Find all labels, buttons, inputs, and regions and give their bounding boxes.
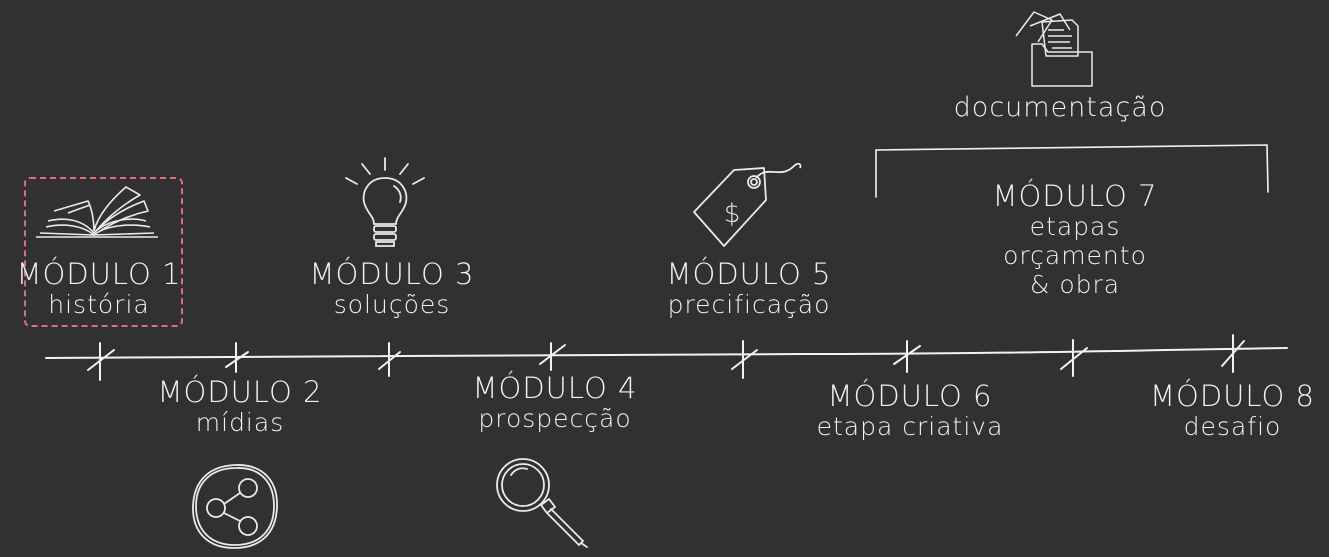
module-8-subtitle: desafio [1183,412,1282,442]
magnifying-glass-icon [495,455,595,551]
module-7: MÓDULO 7 etapas orçamento & obra [985,179,1165,300]
price-tag-icon: $ [690,160,810,260]
documentacao-label: documentação [953,92,1167,123]
module-5-subtitle: precificação [667,290,831,320]
module-2-title: MÓDULO 2 [157,375,323,409]
module-4-title: MÓDULO 4 [472,371,638,405]
module-3-subtitle: soluções [333,290,451,320]
module-6-subtitle: etapa criativa [816,412,1004,442]
module-1-title: MÓDULO 1 [16,257,182,291]
module-6: MÓDULO 6 etapa criativa [800,379,1020,442]
share-icon [190,462,280,550]
module-1-subtitle: história [48,290,150,320]
folder-documents-icon [1012,6,1098,90]
module-3-title: MÓDULO 3 [309,257,475,291]
module-7-title: MÓDULO 7 [992,179,1158,213]
timeline-line [45,347,1288,359]
module-7-subtitle-line-1: etapas [1029,212,1121,242]
tick-marks [87,334,1245,381]
module-5-title: MÓDULO 5 [666,257,832,291]
module-4: MÓDULO 4 prospecção [460,371,650,434]
module-4-subtitle: prospecção [478,404,632,434]
documentacao-bracket [875,144,1269,198]
module-1-highlight [24,177,183,327]
module-7-subtitle-line-3: & obra [1029,269,1121,299]
module-7-subtitle-line-2: orçamento [1003,241,1147,271]
module-3: MÓDULO 3 soluções [302,257,482,320]
lightbulb-icon [342,156,428,252]
module-1: MÓDULO 1 história [14,257,184,320]
module-8: MÓDULO 8 desafio [1145,379,1320,442]
svg-text:$: $ [724,199,741,229]
module-2: MÓDULO 2 mídias [150,375,330,438]
open-book-icon [32,185,162,243]
module-2-subtitle: mídias [195,408,285,438]
module-6-title: MÓDULO 6 [827,379,993,413]
module-8-title: MÓDULO 8 [1149,379,1316,413]
module-5: MÓDULO 5 precificação [654,257,844,320]
